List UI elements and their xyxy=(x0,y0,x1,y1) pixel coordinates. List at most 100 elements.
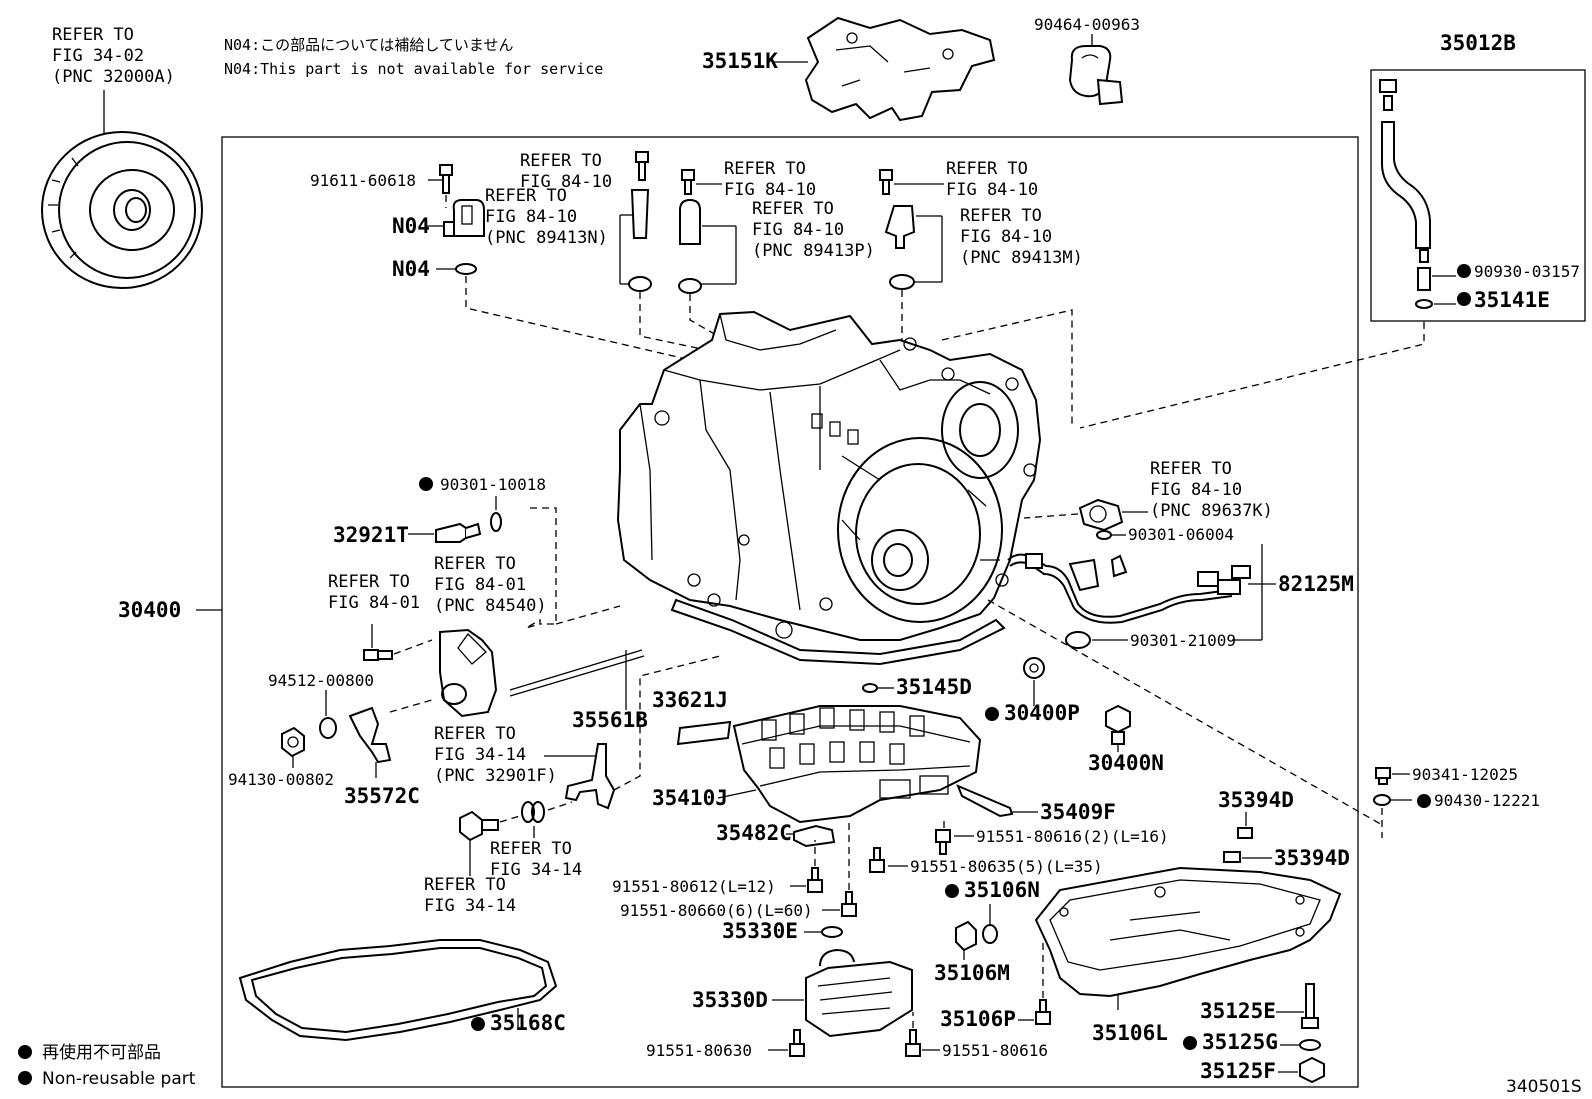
plate-35482C[interactable] xyxy=(793,824,836,848)
part-label-35141E: 35141E xyxy=(1474,288,1550,312)
part-label-35106N: 35106N xyxy=(964,878,1040,902)
spacer-35394D-a[interactable] xyxy=(1237,827,1253,839)
gasket-35145D[interactable] xyxy=(862,683,878,693)
part-label-30400N: 30400N xyxy=(1088,751,1164,775)
lever-35572C[interactable] xyxy=(348,706,392,764)
oring-90301-06004[interactable] xyxy=(1096,530,1112,540)
sensor-N04[interactable] xyxy=(443,199,485,237)
ref-label-r11-line3: (PNC 32901F) xyxy=(434,766,557,786)
fitting-32921T[interactable] xyxy=(435,522,482,543)
spring-35409F[interactable] xyxy=(956,784,1014,818)
part-label-35394D-b: 35394D xyxy=(1274,846,1350,870)
plug-30400P[interactable] xyxy=(1023,657,1045,679)
note-n04-jp: N04:この部品については補給していません xyxy=(224,36,513,54)
bolt-90341-12025[interactable] xyxy=(1375,767,1391,785)
ref-label-r3-line1: REFER TO xyxy=(485,186,567,206)
speed-sensor-b[interactable] xyxy=(678,169,702,294)
ref-label-r7-line3: (PNC 89413M) xyxy=(960,248,1083,268)
inset-frame-35012B xyxy=(1370,69,1586,322)
bolt-91551-80660[interactable] xyxy=(841,891,857,917)
oring-N04[interactable] xyxy=(455,263,477,275)
drain-plug-35106M[interactable] xyxy=(955,920,977,952)
part-label-90301-10018: 90301-10018 xyxy=(440,475,546,494)
oring-90301-10018[interactable] xyxy=(490,512,502,532)
bolt-91551-80630[interactable] xyxy=(789,1029,805,1057)
ref-label-r6-line2: FIG 84-10 xyxy=(946,180,1038,200)
shaft-35561B[interactable] xyxy=(509,649,643,691)
legend-en: Non-reusable part xyxy=(42,1069,196,1089)
part-label-35106P: 35106P xyxy=(940,1007,1016,1031)
part-label-35394D-a: 35394D xyxy=(1218,788,1294,812)
bolt-ref-84-01[interactable] xyxy=(363,649,393,661)
part-label-30400: 30400 xyxy=(118,598,181,622)
ref-label-r13-line1: REFER TO xyxy=(424,875,506,895)
oring-90301-21009[interactable] xyxy=(1065,631,1091,649)
speed-sensor-a[interactable] xyxy=(628,151,652,292)
plug-30400N[interactable] xyxy=(1105,704,1131,745)
pan-gasket-35168C[interactable] xyxy=(238,939,558,1042)
ref-label-r8-line3: (PNC 89637K) xyxy=(1150,501,1273,521)
part-label-90341-12025: 90341-12025 xyxy=(1412,765,1518,784)
part-label-94512-00800: 94512-00800 xyxy=(268,671,374,690)
switch-neutral-start[interactable] xyxy=(439,628,498,718)
nonreusable-marker xyxy=(1457,264,1471,278)
bolt-35106P[interactable] xyxy=(1035,999,1051,1025)
ref-label-r13-line2: FIG 34-14 xyxy=(424,896,516,916)
ref-label-r11-line2: FIG 34-14 xyxy=(434,745,526,765)
ref-label-r8-line1: REFER TO xyxy=(1150,459,1232,479)
oil-pan-35106L[interactable] xyxy=(1034,866,1342,998)
washer-94512-00800[interactable] xyxy=(319,717,337,739)
nut-94130-00802[interactable] xyxy=(281,726,305,758)
ref-label-r10-line3: (PNC 84540) xyxy=(434,596,547,616)
part-label-91611-60618: 91611-60618 xyxy=(310,171,416,190)
gasket-35106N[interactable] xyxy=(982,924,998,944)
ref-label-r3-line3: (PNC 89413N) xyxy=(485,228,608,248)
plate-33621J[interactable] xyxy=(676,720,732,746)
valve-body-35410J[interactable] xyxy=(732,705,982,824)
dipstick-tube[interactable] xyxy=(1379,79,1433,309)
bolt-91551-80612[interactable] xyxy=(807,867,823,893)
plug-35125F[interactable] xyxy=(1299,1056,1325,1084)
bolt-91551-80635[interactable] xyxy=(869,847,885,873)
ref-label-r10-line2: FIG 84-01 xyxy=(434,575,526,595)
figure-number: 340501S xyxy=(1506,1077,1582,1097)
torque-converter[interactable] xyxy=(41,131,203,289)
pressure-sensor-89637K[interactable] xyxy=(1078,498,1124,532)
part-label-35572C: 35572C xyxy=(344,784,420,808)
part-label-35125E: 35125E xyxy=(1200,999,1276,1023)
part-label-91551-80612: 91551-80612(L=12) xyxy=(612,877,776,896)
ref-label-r7-line1: REFER TO xyxy=(960,206,1042,226)
ref-label-r11-line1: REFER TO xyxy=(434,724,516,744)
bolt-91551-80616[interactable] xyxy=(905,1029,921,1057)
speed-sensor-c[interactable] xyxy=(879,169,916,290)
ref-label-r10-line1: REFER TO xyxy=(434,554,516,574)
bolt-91551-80616-b[interactable] xyxy=(935,829,951,855)
part-label-35410J: 35410J xyxy=(652,786,728,810)
clamp-90464-00963[interactable] xyxy=(1068,45,1124,106)
oil-strainer-35330D[interactable] xyxy=(805,948,913,1038)
bolt-35125E[interactable] xyxy=(1301,983,1319,1029)
transaxle-case[interactable] xyxy=(616,310,1042,666)
part-label-91551-80660: 91551-80660(6)(L=60) xyxy=(620,901,813,920)
ref-label-r3-line2: FIG 84-10 xyxy=(485,207,577,227)
nonreusable-marker xyxy=(471,1017,485,1031)
ref-label-r7-line2: FIG 84-10 xyxy=(960,227,1052,247)
bracket-35151K[interactable] xyxy=(804,16,996,122)
wire-harness-82125M[interactable] xyxy=(1007,553,1251,624)
ref-label-r12-line2: FIG 34-14 xyxy=(490,860,582,880)
part-label-N04-oring: N04 xyxy=(392,257,430,281)
oring-35330E[interactable] xyxy=(821,926,843,938)
ref-label-r8-line2: FIG 84-10 xyxy=(1150,480,1242,500)
manual-valve-lever[interactable] xyxy=(564,743,616,810)
gasket-90430-12221[interactable] xyxy=(1373,794,1391,806)
part-label-35168C: 35168C xyxy=(490,1011,566,1035)
part-label-35125G: 35125G xyxy=(1202,1030,1278,1054)
part-label-35125F: 35125F xyxy=(1200,1059,1276,1083)
ref-label-r6-line1: REFER TO xyxy=(946,159,1028,179)
bolt-91611-60618[interactable] xyxy=(439,164,453,194)
part-label-32921T: 32921T xyxy=(333,523,409,547)
bolt-ref-34-14[interactable] xyxy=(459,801,545,842)
spacer-35394D-b[interactable] xyxy=(1223,851,1241,863)
gasket-35125G[interactable] xyxy=(1299,1039,1321,1051)
